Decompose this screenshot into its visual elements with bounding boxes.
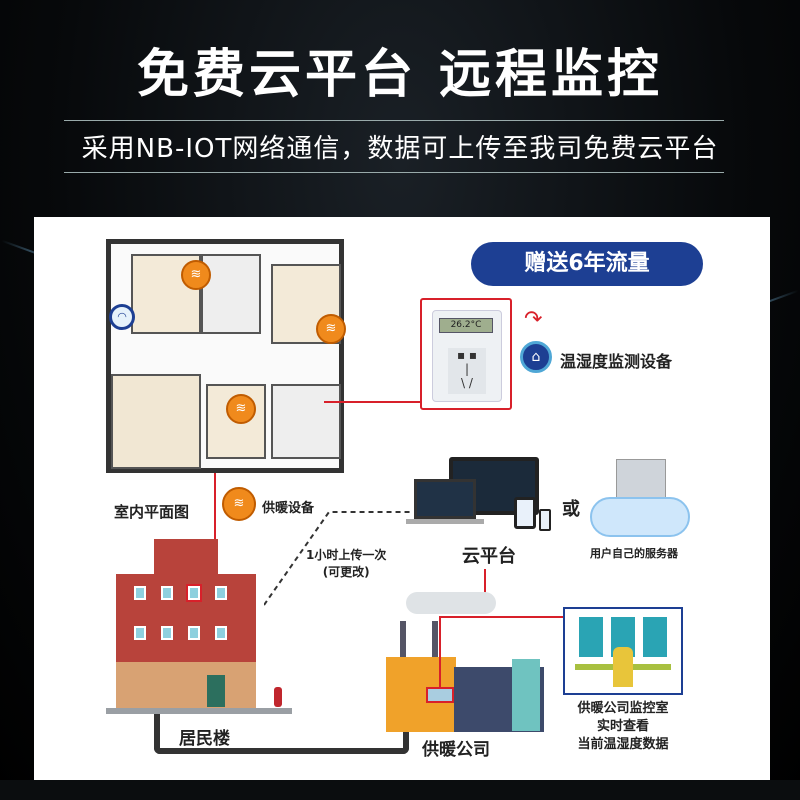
arrow-icon: ↷ [524, 307, 543, 332]
router-icon: ⌂ [520, 341, 552, 373]
heater-icon: ≋ [316, 314, 346, 344]
upload-frequency-text: 1小时上传一次 [306, 548, 387, 562]
living-room [111, 374, 201, 469]
heating-pipe [154, 714, 409, 754]
heating-equipment-label: 供暖设备 [262, 501, 315, 516]
sensor-label: 温湿度监测设备 [560, 352, 673, 371]
factory-window [426, 687, 454, 703]
sensor-device: 26.2°C ▪ ▪|\ / [420, 298, 512, 410]
cloud-platform-label: 云平台 [462, 546, 516, 567]
upload-dashed-line [264, 511, 412, 606]
building-ground-floor [116, 662, 256, 712]
wifi-sensor-icon: ◠ [109, 304, 135, 330]
company-label: 供暖公司 [422, 740, 490, 760]
phone [539, 509, 551, 531]
heater-icon: ≋ [181, 260, 211, 290]
fire-hydrant [274, 687, 282, 707]
building-label: 居民楼 [179, 729, 230, 749]
floor-plan: ≋ ≋ ≋ ◠ [106, 239, 346, 473]
connector-line [484, 569, 486, 604]
tablet [514, 497, 536, 529]
tank [512, 659, 540, 731]
ground [106, 708, 292, 714]
connector-line [439, 616, 563, 618]
operator [613, 647, 633, 687]
monitor-room [563, 607, 683, 695]
monitor-line-1: 供暖公司监控室 [577, 701, 669, 716]
door [207, 675, 225, 707]
smoke [406, 592, 496, 614]
or-label: 或 [562, 499, 580, 520]
connector-line [214, 473, 216, 593]
diagram-card: 赠送6年流量 ≋ ≋ ≋ ◠ 室内平面图 ≋ 供暖设备 26.2°C ▪ ▪|\… [34, 217, 770, 780]
laptop-base [406, 519, 484, 524]
heater-icon: ≋ [222, 487, 256, 521]
socket-icon: ▪ ▪|\ / [448, 348, 486, 394]
subtitle: 采用NB-IOT网络通信，数据可上传至我司免费云平台 [81, 134, 719, 164]
page-title: 免费云平台 远程监控 [136, 45, 664, 105]
study [271, 384, 341, 459]
monitor-line-3: 当前温湿度数据 [577, 737, 669, 752]
heater-icon: ≋ [226, 394, 256, 424]
building-top [154, 539, 218, 577]
sensor-display: 26.2°C [439, 318, 493, 333]
monitor-room-caption: 供暖公司监控室 实时查看 当前温湿度数据 [554, 700, 692, 754]
upload-frequency: 1小时上传一次 (可更改) [306, 547, 386, 581]
chimney [432, 621, 438, 681]
chimney [400, 621, 406, 681]
divider [64, 172, 724, 173]
connector-line [324, 401, 420, 403]
connector-line [439, 616, 441, 688]
server-label: 用户自己的服务器 [590, 547, 678, 560]
monitor-line-2: 实时查看 [596, 719, 649, 734]
kitchen [201, 254, 261, 334]
divider [64, 120, 724, 121]
traffic-badge: 赠送6年流量 [471, 242, 703, 286]
bottom-bar [0, 780, 800, 800]
cloud-icon [590, 497, 690, 537]
floor-plan-label: 室内平面图 [114, 503, 190, 521]
laptop [414, 479, 476, 519]
upload-frequency-note: (可更改) [322, 565, 370, 579]
